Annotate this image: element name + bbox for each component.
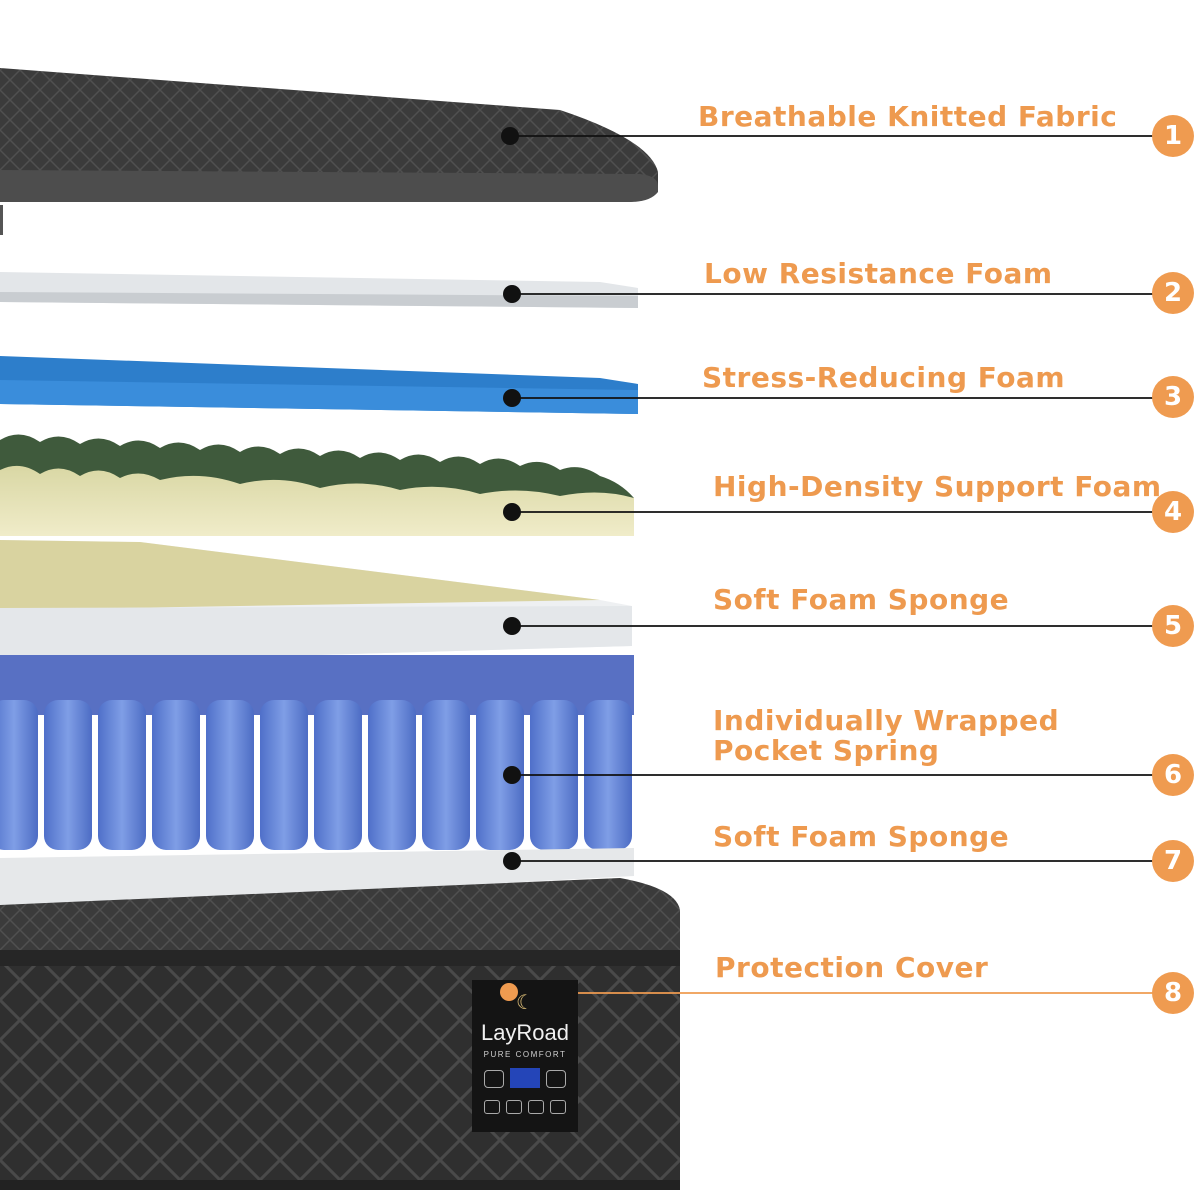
spring-coil: [98, 700, 146, 850]
badge-layer-6: 6: [1152, 754, 1194, 796]
feature-icon: [506, 1100, 522, 1114]
feature-icons: [484, 1068, 566, 1120]
spring-coil: [260, 700, 308, 850]
leader-dots: [501, 127, 521, 870]
feature-icon: [528, 1100, 544, 1114]
feature-icon: [550, 1100, 566, 1114]
leader-dot-7: [503, 852, 521, 870]
label-layer-6-line-2: Pocket Spring: [713, 734, 940, 767]
leader-dot-4: [503, 503, 521, 521]
leader-dot-5: [503, 617, 521, 635]
layer-2-foam-shape: [0, 272, 638, 308]
leader-dot-2: [503, 285, 521, 303]
spring-coil: [44, 700, 92, 850]
badge-layer-2: 2: [1152, 272, 1194, 314]
label-layer-5: Soft Foam Sponge: [713, 583, 1010, 616]
label-layer-7: Soft Foam Sponge: [713, 820, 1010, 853]
feature-icon: [484, 1100, 500, 1114]
label-layer-8: Protection Cover: [715, 951, 989, 984]
badge-layer-1: 1: [1152, 115, 1194, 157]
label-layer-1: Breathable Knitted Fabric: [698, 100, 1118, 133]
leader-dot-3: [503, 389, 521, 407]
badge-layer-5: 5: [1152, 605, 1194, 647]
brand-tag: ☾ LayRoad PURE COMFORT: [472, 980, 578, 1132]
spring-coil: [206, 700, 254, 850]
layer-4-foam-shape: [0, 434, 634, 536]
layer-3-foam-shape: [0, 356, 638, 414]
spring-coil: [422, 700, 470, 850]
leader-dot-6: [503, 766, 521, 784]
spring-coil: [0, 700, 38, 850]
fabric-edge-mark: [0, 205, 3, 235]
label-layer-3: Stress-Reducing Foam: [702, 361, 1066, 394]
feature-icon: [484, 1070, 504, 1088]
badge-layer-3: 3: [1152, 376, 1194, 418]
brand-tagline: PURE COMFORT: [483, 1050, 567, 1059]
leader-lines: [510, 135, 1155, 994]
leader-dot-8: [500, 983, 518, 1001]
spring-coil: [314, 700, 362, 850]
leader-dot-1: [501, 127, 519, 145]
layer-6-springs-shape: [0, 655, 634, 850]
spring-coil: [368, 700, 416, 850]
mountain-icon: [510, 1068, 540, 1088]
feature-icon: [546, 1070, 566, 1088]
badge-layer-4: 4: [1152, 491, 1194, 533]
spring-coil: [152, 700, 200, 850]
layer-5-foam-shape: [0, 540, 632, 664]
layer-1-fabric-shape: [0, 68, 658, 202]
label-layer-4: High-Density Support Foam: [713, 470, 1162, 503]
label-layer-6-line-1: Individually Wrapped: [713, 704, 1060, 737]
layer-7-foam-shape: [0, 848, 634, 910]
brand-name: LayRoad: [480, 1020, 570, 1045]
moon-icon: ☾: [516, 992, 534, 1014]
label-layer-2: Low Resistance Foam: [704, 257, 1053, 290]
badge-layer-8: 8: [1152, 972, 1194, 1014]
layer-8-cover-shape: [0, 878, 680, 1190]
label-layer-6: Individually Wrapped Pocket Spring: [713, 706, 1059, 766]
badge-layer-7: 7: [1152, 840, 1194, 882]
spring-coil: [476, 700, 524, 850]
